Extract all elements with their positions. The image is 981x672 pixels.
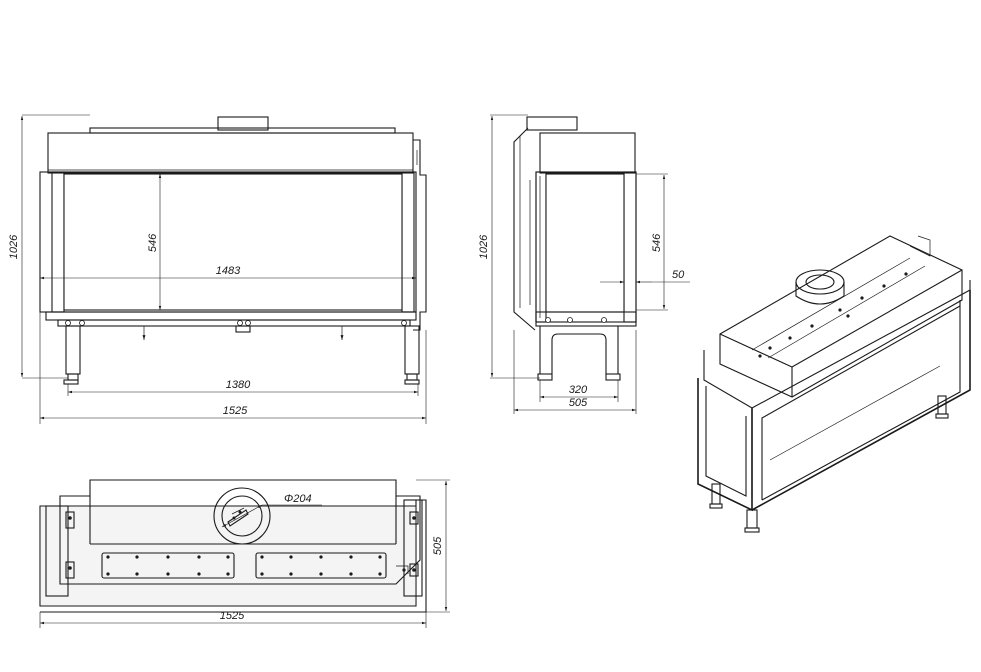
side-upper-body xyxy=(539,132,636,174)
front-dim-glass-height: 546 xyxy=(147,233,159,252)
top-dim-depth: 505 xyxy=(432,536,444,555)
side-dim-legs: 320 xyxy=(569,384,588,396)
iso-front-frame xyxy=(751,290,971,511)
front-dim-glass-width: 1483 xyxy=(216,265,241,277)
side-dim-offset: 50 xyxy=(672,269,685,281)
top-service-panel-left xyxy=(101,552,235,579)
top-body xyxy=(59,479,421,585)
iso-top-box xyxy=(719,235,963,398)
side-back-profile xyxy=(513,127,536,331)
front-flue-collar xyxy=(217,116,269,131)
iso-flue xyxy=(795,269,845,295)
side-leg-frame xyxy=(539,326,619,375)
front-upper-body xyxy=(47,132,414,174)
front-right-post xyxy=(401,171,415,313)
front-dim-width: 1525 xyxy=(223,405,248,417)
top-flue-outer xyxy=(213,487,271,545)
top-view: Φ204 505 1525 xyxy=(39,479,450,628)
front-glass-panel xyxy=(63,173,403,311)
front-right-leg xyxy=(404,325,420,375)
side-dim-depth: 505 xyxy=(569,397,588,409)
front-side-bracket xyxy=(413,139,427,331)
top-dim-width: 1525 xyxy=(220,610,245,622)
side-dim-height: 1026 xyxy=(478,234,490,259)
isometric-view xyxy=(697,235,971,533)
front-bottom-rail xyxy=(45,311,417,321)
iso-side-frame xyxy=(697,378,753,512)
front-view: 1026 546 1483 1380 1525 xyxy=(8,114,427,424)
side-flue-collar xyxy=(526,116,578,131)
side-dim-glass-height: 546 xyxy=(651,233,663,252)
side-view: 1026 546 50 320 505 xyxy=(478,114,690,414)
top-service-panel-right xyxy=(255,552,387,579)
front-dim-height: 1026 xyxy=(8,234,20,259)
iso-body xyxy=(703,280,971,409)
top-dim-flue-diameter: Φ204 xyxy=(284,493,312,505)
front-dim-legs: 1380 xyxy=(226,379,251,391)
front-left-leg xyxy=(65,325,81,375)
side-glass-panel xyxy=(545,173,625,313)
front-left-post xyxy=(51,171,65,313)
